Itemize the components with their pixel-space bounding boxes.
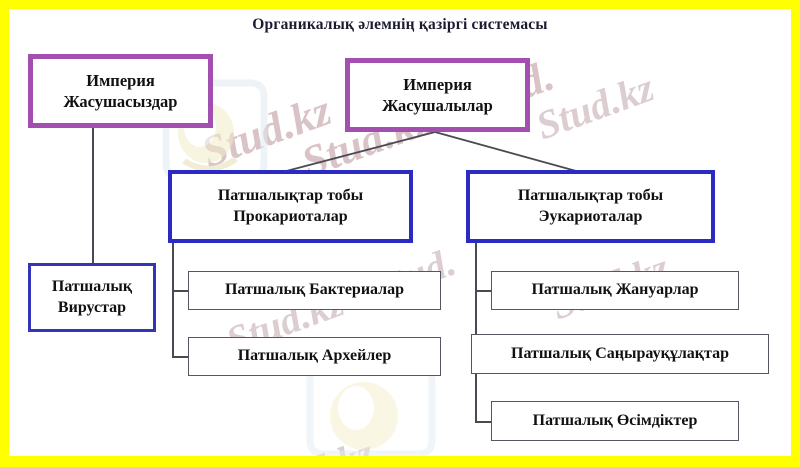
node-line-2: Жасушасыздар bbox=[63, 92, 178, 111]
frame-border-top bbox=[0, 0, 800, 9]
connector-prokaryote-to-bacteria bbox=[172, 290, 188, 292]
node-line-1: Патшалық Архейлер bbox=[237, 347, 392, 365]
frame-border-left bbox=[0, 0, 9, 467]
connector-cellular-to-groups bbox=[274, 131, 588, 175]
page-title: Органикалық әлемнің қазіргі системасы bbox=[252, 16, 548, 33]
node-kingdom-fungi[interactable]: Патшалық Саңырауқұлақтар bbox=[471, 334, 769, 374]
node-group-eukaryotes[interactable]: Патшалықтар тобы Эукариоталар bbox=[466, 170, 715, 243]
node-line-1: Империя bbox=[86, 70, 155, 90]
node-empire-cellular[interactable]: Империя Жасушалылар bbox=[345, 58, 530, 132]
node-line-2: Вирустар bbox=[57, 298, 127, 316]
frame-border-right bbox=[791, 0, 800, 467]
connector-eukaryote-to-animals bbox=[475, 290, 491, 292]
node-line-1: Патшалық Өсімдіктер bbox=[532, 411, 698, 429]
connector-eukaryote-trunk bbox=[475, 243, 477, 423]
connector-prokaryote-trunk bbox=[172, 243, 174, 358]
connector-eukaryote-to-plants bbox=[475, 421, 491, 423]
watermark-logo-icon bbox=[306, 362, 436, 458]
node-line-1: Империя bbox=[403, 74, 472, 94]
node-line-1: Патшалық Бактериалар bbox=[224, 281, 405, 299]
node-line-1: Патшалықтар тобы bbox=[517, 186, 664, 204]
node-line-1: Патшалықтар тобы bbox=[217, 186, 364, 204]
node-kingdom-viruses[interactable]: Патшалық Вирустар bbox=[28, 263, 156, 332]
node-line-2: Прокариоталар bbox=[233, 207, 348, 225]
node-empire-acellular[interactable]: Империя Жасушасыздар bbox=[28, 54, 213, 128]
node-kingdom-plants[interactable]: Патшалық Өсімдіктер bbox=[491, 401, 739, 441]
node-group-prokaryotes[interactable]: Патшалықтар тобы Прокариоталар bbox=[168, 170, 413, 243]
node-line-1: Патшалық Саңырауқұлақтар bbox=[511, 344, 729, 362]
node-kingdom-animals[interactable]: Патшалық Жануарлар bbox=[491, 271, 739, 310]
node-line-1: Патшалық Жануарлар bbox=[531, 281, 699, 299]
frame-border-bottom bbox=[0, 456, 800, 467]
node-line-2: Жасушалылар bbox=[382, 96, 493, 115]
node-kingdom-bacteria[interactable]: Патшалық Бактериалар bbox=[188, 271, 441, 310]
connector-acellular-to-viruses bbox=[92, 128, 94, 267]
connector-prokaryote-to-archaea bbox=[172, 356, 188, 358]
node-line-2: Эукариоталар bbox=[538, 207, 643, 225]
node-line-1: Патшалық bbox=[51, 277, 133, 295]
node-kingdom-archaea[interactable]: Патшалық Архейлер bbox=[188, 337, 441, 376]
